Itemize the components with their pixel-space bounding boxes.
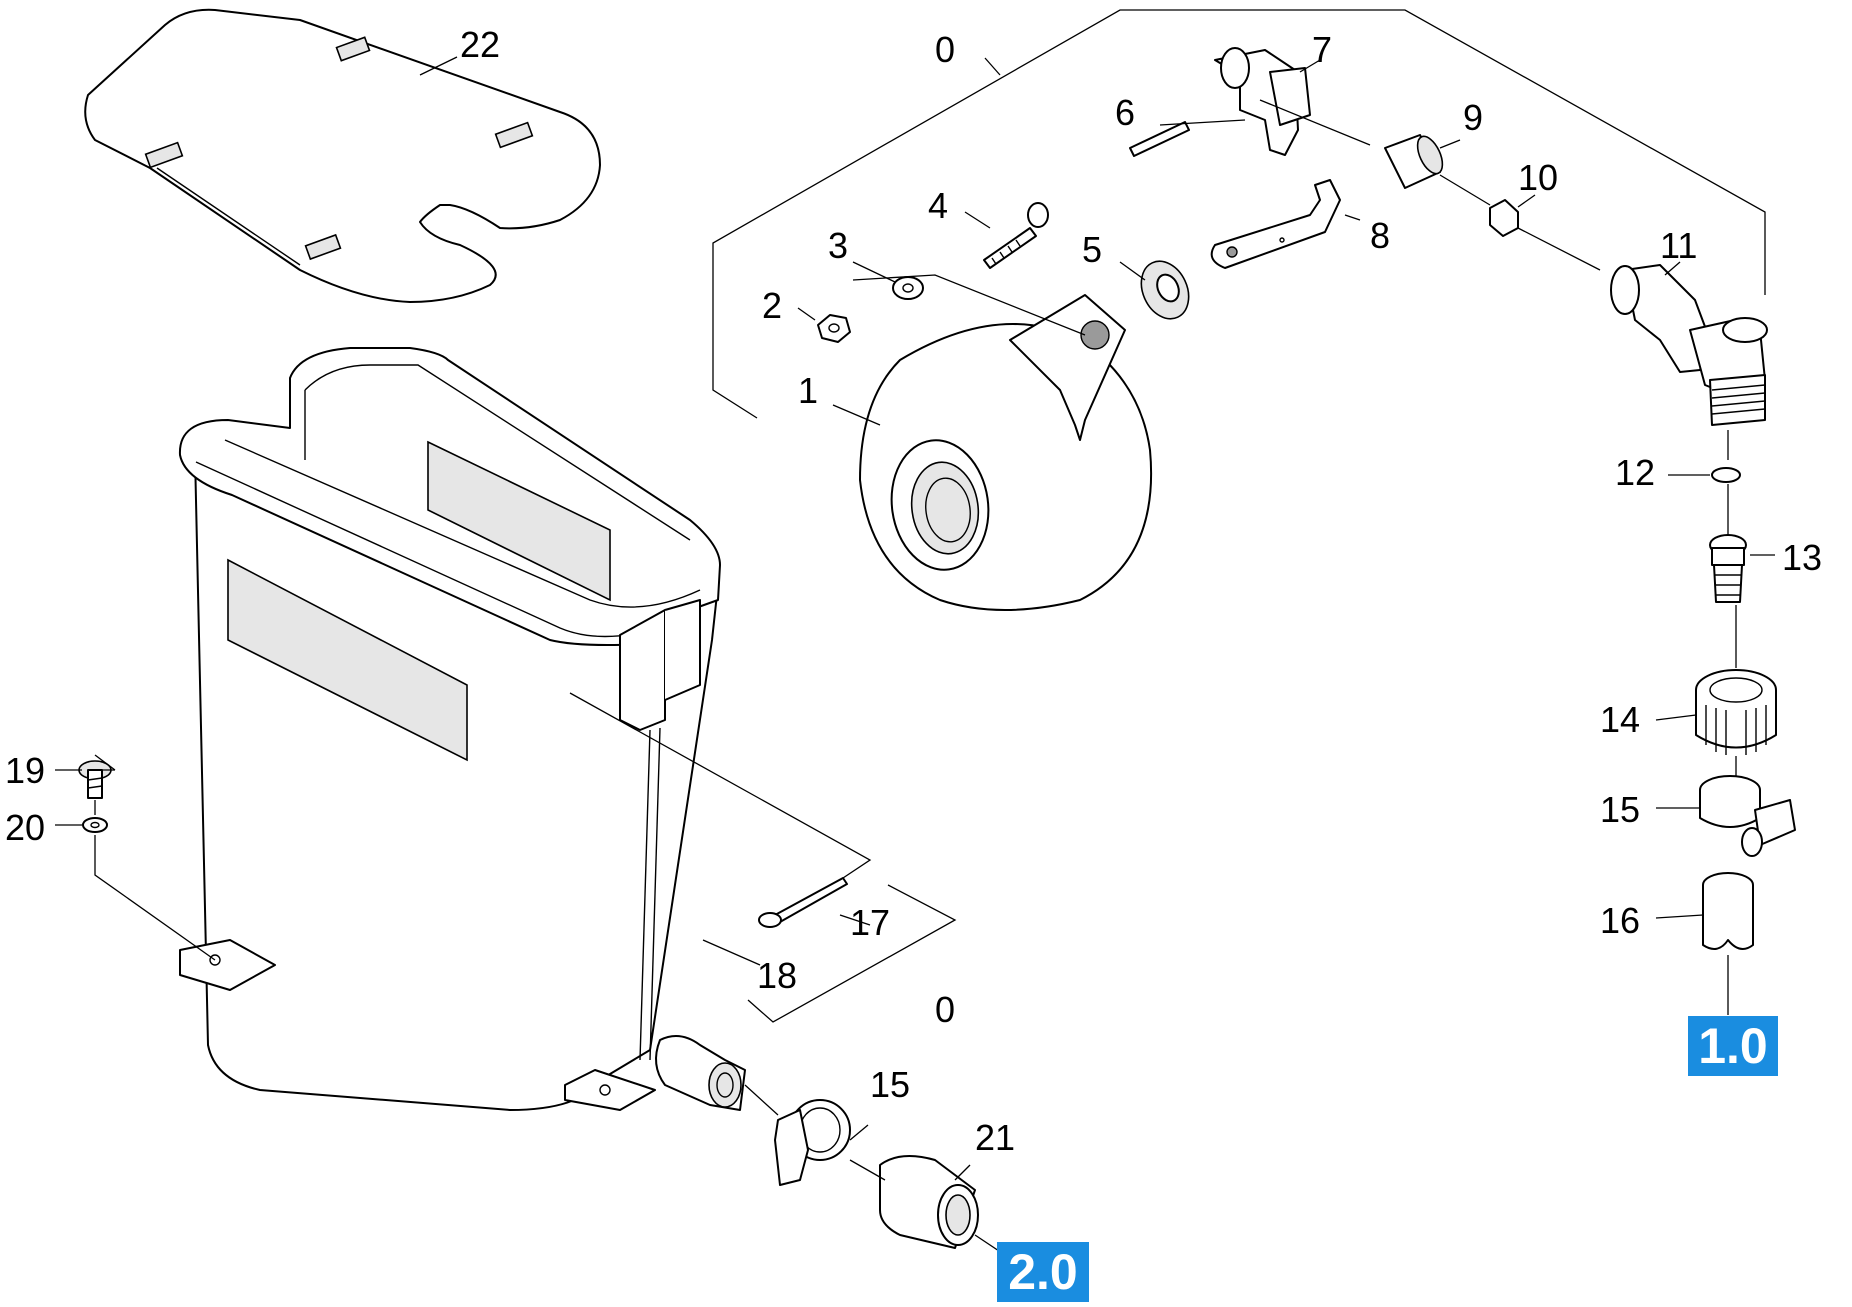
leader-lines — [55, 56, 1775, 1256]
callout-3: 3 — [828, 225, 848, 266]
part-6-pin — [1129, 121, 1190, 157]
callout-19: 19 — [5, 750, 45, 791]
callout-17: 17 — [850, 902, 890, 943]
part-19-screw — [78, 760, 112, 799]
assembly-outline-bottom — [569, 692, 957, 1023]
reference-badge-1-0[interactable]: 1.0 — [1688, 1016, 1778, 1076]
part-4-screw — [983, 202, 1049, 269]
callout-16: 16 — [1600, 900, 1640, 941]
callout-labels: 22 0 7 6 9 10 4 8 3 11 5 2 1 12 13 14 15… — [5, 24, 1822, 1158]
part-16-hose-right — [1702, 872, 1754, 950]
part-22-lid — [84, 8, 601, 303]
part-10-nut — [1489, 199, 1519, 237]
part-14-union-nut — [1695, 669, 1777, 755]
part-17-cotter-pin — [758, 877, 848, 928]
part-11-elbow-valve — [1610, 264, 1768, 426]
part-21-hose-bottom — [879, 1155, 979, 1249]
callout-8: 8 — [1370, 215, 1390, 256]
part-5-serrated-washer — [1140, 260, 1190, 320]
callout-21: 21 — [975, 1117, 1015, 1158]
part-7-valve-body — [1214, 47, 1311, 156]
part-15-hose-clamp-bottom — [774, 1099, 851, 1186]
callout-14: 14 — [1600, 699, 1640, 740]
callout-22: 22 — [460, 24, 500, 65]
part-1-float — [859, 294, 1153, 611]
part-3-washer — [892, 276, 924, 300]
callout-4: 4 — [928, 185, 948, 226]
assembly-outline-top — [712, 9, 1766, 419]
callout-6: 6 — [1115, 92, 1135, 133]
part-8-lever — [1210, 179, 1341, 269]
part-9-sleeve — [1384, 134, 1444, 189]
callout-0-top: 0 — [935, 29, 955, 70]
part-20-washer — [82, 817, 108, 833]
callout-0-bottom: 0 — [935, 989, 955, 1030]
callout-12: 12 — [1615, 452, 1655, 493]
callout-11: 11 — [1660, 225, 1697, 266]
callout-10: 10 — [1518, 157, 1558, 198]
part-2-nut — [817, 314, 851, 343]
callout-1: 1 — [798, 370, 818, 411]
reference-badge-2-0[interactable]: 2.0 — [997, 1242, 1089, 1302]
callout-7: 7 — [1312, 29, 1332, 70]
part-15-hose-clamp-right — [1699, 775, 1796, 857]
part-13-hose-nipple — [1709, 534, 1747, 603]
callout-18: 18 — [757, 955, 797, 996]
part-18-tank — [178, 347, 746, 1111]
callout-9: 9 — [1463, 97, 1483, 138]
callout-2: 2 — [762, 285, 782, 326]
callout-5: 5 — [1082, 229, 1102, 270]
part-12-o-ring — [1711, 467, 1741, 483]
callout-20: 20 — [5, 807, 45, 848]
callout-15-right: 15 — [1600, 789, 1640, 830]
callout-15-bottom: 15 — [870, 1064, 910, 1105]
callout-13: 13 — [1782, 537, 1822, 578]
